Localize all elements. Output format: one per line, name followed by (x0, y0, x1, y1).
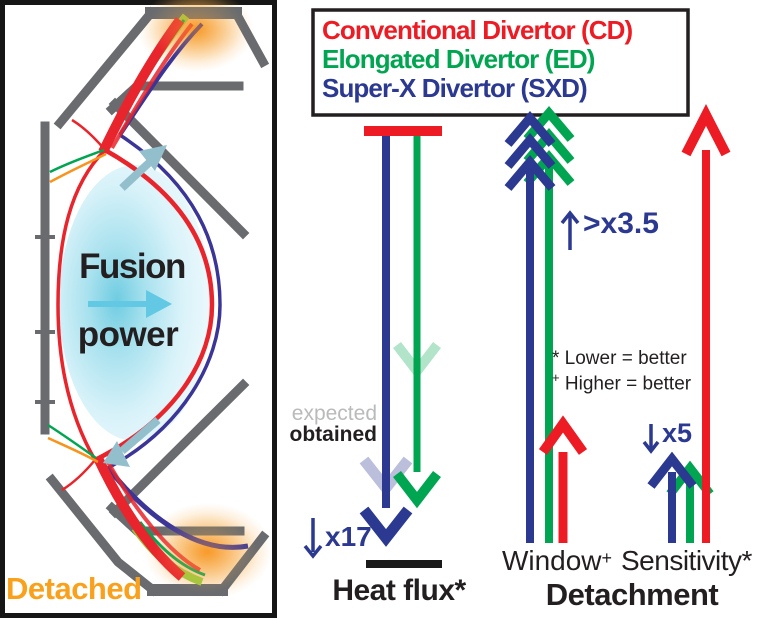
legend-item-cd: Conventional Divertor (CD) (322, 15, 633, 45)
note-higher-better: + Higher = better (552, 368, 691, 393)
note-higher-better-text: Higher = better (559, 373, 692, 395)
power-label: power (77, 315, 179, 354)
detachment-glow-bottom-overlay (154, 513, 258, 593)
note-lower-better: * Lower = better (552, 348, 687, 369)
sol-blue-outboard (107, 133, 222, 470)
detachment-sensitivity-group (642, 104, 731, 543)
tokamak-diagram (0, 0, 277, 618)
power-flow-arrowhead-top (139, 145, 167, 171)
comparison-chart (303, 8, 731, 568)
sensitivity-sxd-arrow (647, 451, 697, 543)
separatrix-inboard (56, 148, 107, 461)
x5-down-arrowhead (642, 440, 660, 454)
x-point-branch-bottom (61, 459, 96, 492)
x17-down-arrowhead (303, 544, 323, 559)
inboard-line-green-top (49, 148, 105, 174)
heat-flux-factor-label: x17 (325, 521, 372, 552)
legend-box (311, 8, 690, 117)
legend-item-sxd: Super-X Divertor (SXD) (322, 73, 588, 103)
inboard-line-orange-top (49, 152, 107, 184)
detached-label: Detached (6, 571, 142, 606)
power-flow-arrow-bottom-icon (119, 416, 161, 455)
heat-flux-ed-arrowhead (393, 470, 441, 509)
detachment-glow-top-overlay (148, 0, 244, 62)
heat-flux-group (303, 126, 442, 568)
x3-5-up-arrowhead (560, 210, 580, 225)
separatrix-outboard (93, 148, 215, 463)
fusion-power-arrowhead (146, 290, 172, 318)
fusion-label: Fusion (79, 247, 186, 286)
power-flow-arrows (88, 145, 172, 467)
notes-block: * Lower = better + Higher = better (552, 349, 691, 393)
heat-flux-cd-bar (364, 126, 442, 136)
window-axis-label-sup: + (601, 548, 613, 568)
power-flow-arrowhead-bottom (103, 441, 130, 467)
sensitivity-factor-label: x5 (662, 418, 693, 448)
obtained-label: obtained (289, 423, 378, 446)
inboard-line-green-bottom (47, 423, 97, 460)
window-axis-label-text: Window (501, 545, 602, 576)
x-point-branch-top (71, 118, 106, 151)
baffle-top-diagonal (108, 97, 250, 240)
detachment-window-group (504, 106, 588, 543)
window-sxd-arrow (504, 111, 556, 543)
inboard-line-orange-bottom (47, 436, 99, 464)
legend-item-ed: Elongated Divertor (ED) (322, 44, 595, 74)
baffle-bottom-diagonal (108, 378, 250, 519)
heat-flux-sxd-arrowhead (359, 506, 413, 547)
window-factor-label: >x3.5 (583, 207, 659, 240)
sensitivity-axis-label: Sensitivity* (621, 545, 752, 576)
window-cd-arrow (538, 415, 588, 543)
expected-label: expected (291, 402, 377, 425)
window-axis-label: Window+ (492, 545, 622, 577)
note-plus-symbol: + (552, 370, 560, 385)
vessel-wall-bottom-left (45, 473, 160, 597)
sensitivity-cd-arrow (681, 104, 731, 543)
power-flow-arrow-top-icon (119, 157, 155, 191)
center-column-ticks (35, 235, 55, 404)
heat-flux-title: Heat flux* (332, 574, 466, 607)
heat-flux-baseline-bar (366, 560, 442, 568)
vessel-wall-top-left (53, 6, 158, 130)
detachment-title: Detachment (545, 577, 719, 612)
